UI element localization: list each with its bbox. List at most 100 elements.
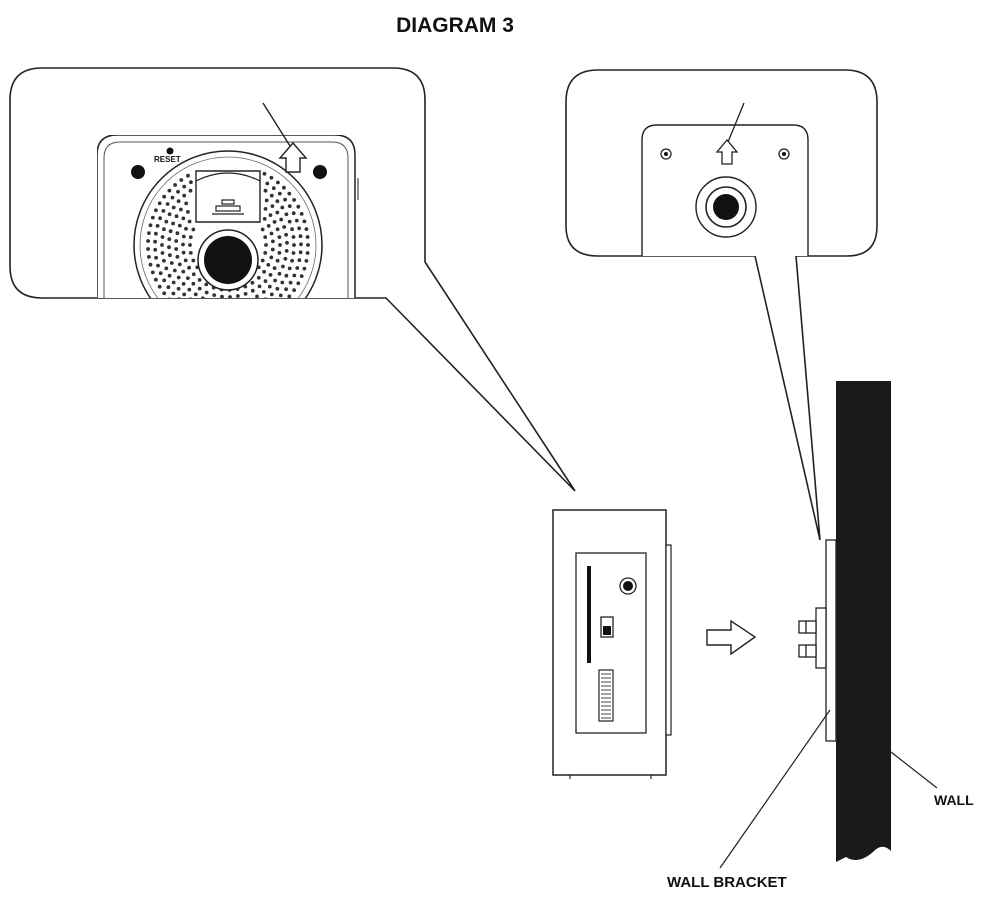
grille-hole xyxy=(171,221,176,226)
speaker-unit-vent xyxy=(598,669,614,722)
grille-hole xyxy=(177,262,182,267)
reset-button-dot xyxy=(166,147,174,155)
screw-left xyxy=(131,165,145,179)
grille-hole xyxy=(158,271,163,276)
back-panel-closeup xyxy=(97,135,356,326)
grille-hole xyxy=(277,191,282,196)
grille-hole xyxy=(284,287,288,292)
grille-hole xyxy=(287,191,292,196)
grille-hole xyxy=(240,322,244,326)
grille-hole xyxy=(291,235,296,239)
grille-hole xyxy=(294,218,299,223)
grille-hole xyxy=(270,310,274,314)
grille-hole xyxy=(275,210,280,215)
grille-hole xyxy=(302,219,307,224)
grille-hole xyxy=(150,215,155,220)
grille-hole xyxy=(174,247,179,251)
grille-hole xyxy=(240,300,244,304)
grille-hole xyxy=(255,318,259,322)
grille-hole xyxy=(260,258,265,263)
bracket-peg-hole xyxy=(713,194,739,220)
grille-hole xyxy=(162,291,167,296)
grille-hole xyxy=(298,250,303,255)
grille-hole xyxy=(184,302,188,306)
grille-hole xyxy=(148,223,153,228)
grille-hole xyxy=(153,239,158,244)
grille-hole xyxy=(167,237,172,242)
grille-hole xyxy=(154,231,158,236)
grille-hole xyxy=(263,235,268,240)
grille-hole xyxy=(155,224,160,228)
grille-hole xyxy=(283,256,288,261)
grille-hole xyxy=(175,231,180,236)
grille-hole xyxy=(181,242,185,247)
grille-hole xyxy=(264,198,269,203)
up-arrow-icon xyxy=(278,141,308,173)
grille-hole xyxy=(186,173,190,178)
grille-hole xyxy=(297,226,301,231)
grille-hole xyxy=(148,262,153,267)
grille-hole xyxy=(166,285,171,290)
grille-hole xyxy=(281,264,285,269)
grille-hole xyxy=(277,235,282,240)
grille-hole xyxy=(299,242,303,247)
grille-hole xyxy=(287,266,292,271)
grille-hole xyxy=(210,307,214,311)
grille-hole xyxy=(287,204,292,209)
grille-hole xyxy=(237,315,241,319)
grille-hole xyxy=(243,292,248,296)
grille-hole xyxy=(224,302,228,306)
grille-hole xyxy=(157,201,162,206)
grille-hole xyxy=(179,207,183,212)
grille-hole xyxy=(282,185,286,190)
grille-hole xyxy=(263,279,268,283)
grille-hole xyxy=(197,286,202,291)
grille-hole xyxy=(250,280,255,285)
grille-hole xyxy=(260,227,265,232)
grille-hole xyxy=(220,294,224,298)
grille-hole xyxy=(188,188,193,193)
grille-hole xyxy=(268,213,273,218)
grille-hole xyxy=(187,287,192,292)
grille-hole xyxy=(232,302,236,306)
grille-hole xyxy=(153,247,158,252)
grille-hole xyxy=(184,201,189,206)
grille-hole xyxy=(168,229,173,234)
grille-hole xyxy=(190,307,194,311)
grille-hole xyxy=(291,211,296,216)
grille-hole xyxy=(267,284,272,289)
grille-hole xyxy=(188,243,192,247)
grille-hole xyxy=(283,197,287,202)
grille-hole xyxy=(203,305,207,309)
grille-hole xyxy=(147,231,151,236)
grille-hole xyxy=(269,255,274,260)
center-knob-hole xyxy=(204,236,252,284)
grille-hole xyxy=(201,319,205,323)
grille-hole xyxy=(183,258,188,263)
grille-hole xyxy=(257,284,262,289)
grille-hole xyxy=(263,297,268,298)
grille-hole xyxy=(263,188,268,193)
grille-hole xyxy=(195,302,199,306)
grille-hole xyxy=(181,216,186,221)
grille-hole xyxy=(256,275,261,280)
grille-hole xyxy=(188,235,193,240)
grille-hole xyxy=(181,234,186,239)
grille-hole xyxy=(266,263,271,267)
wall-leader-line xyxy=(890,751,938,789)
grille-hole xyxy=(226,309,230,313)
wall-bracket-label: WALL BRACKET xyxy=(667,874,787,891)
grille-hole xyxy=(200,296,205,298)
grille-hole xyxy=(275,286,280,291)
grille-hole xyxy=(193,292,198,297)
grille-hole xyxy=(184,226,188,231)
grille-hole xyxy=(204,282,209,287)
grille-hole xyxy=(165,202,170,206)
grille-hole xyxy=(221,316,225,320)
grille-hole xyxy=(173,183,178,187)
wall-bracket-peg-bottom xyxy=(798,644,817,658)
grille-hole xyxy=(162,227,166,232)
grille-hole xyxy=(280,205,285,210)
back-panel-inner-outline xyxy=(103,141,349,298)
